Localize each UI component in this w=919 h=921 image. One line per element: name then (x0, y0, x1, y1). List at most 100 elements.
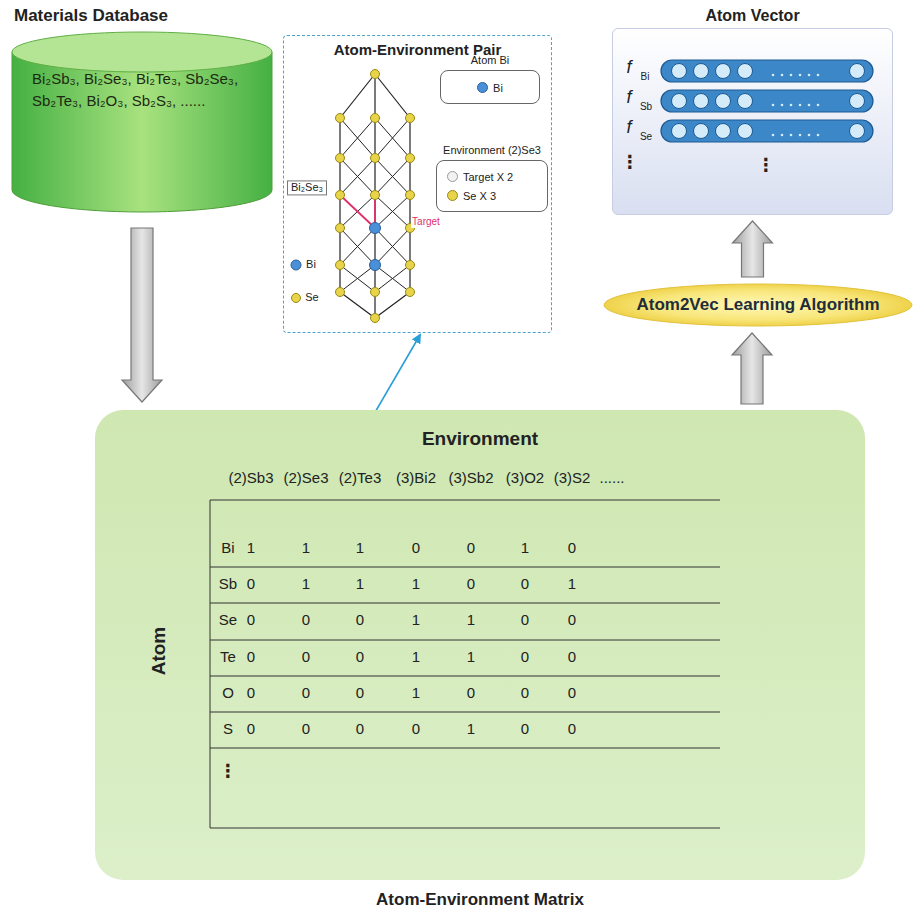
bond-line (375, 228, 410, 265)
ellipsis-dot (772, 134, 775, 137)
se-atom-key (292, 294, 301, 303)
cylinder-shape (8, 30, 276, 216)
table-cell: 0 (568, 539, 576, 557)
vector-cell (672, 124, 687, 139)
atom-dot (447, 190, 458, 201)
bond-line (340, 265, 375, 292)
bond-line (339, 118, 340, 158)
diagram-label: ⋮ (621, 152, 639, 174)
vector-bar (661, 120, 873, 142)
se-atom (336, 191, 345, 200)
ellipsis-dot (772, 104, 775, 107)
diagram-label: Sb (640, 101, 652, 113)
vector-cell (738, 94, 753, 109)
material-list: Bi₂Sb₃, Bi₂Se₃, Bi₂Te₃, Sb₂Se₃, Sb₂Te₃, … (32, 68, 257, 112)
vector-cell (716, 94, 731, 109)
bond-line (340, 195, 375, 228)
block-arrow (732, 333, 772, 404)
ellipsis-dot (781, 104, 784, 107)
ellipsis-dot (781, 134, 784, 137)
table-cell: 0 (356, 611, 364, 629)
table-cell: 1 (356, 539, 364, 557)
vector-cell (738, 64, 753, 79)
table-rule (210, 567, 720, 568)
bond-line (340, 74, 375, 118)
bond-line (375, 195, 410, 228)
table-rule (210, 712, 720, 713)
table-cell: Sb (219, 575, 237, 593)
diagram-label: f (626, 117, 631, 139)
table-rule (210, 748, 720, 749)
block-arrow (733, 221, 773, 277)
diagram-label: Se (305, 291, 318, 304)
table-cell: 1 (302, 539, 310, 557)
se-atom (371, 191, 380, 200)
se-atom (371, 288, 380, 297)
table-cell: 0 (568, 720, 576, 738)
table-cell: ⋮ (219, 761, 237, 783)
environment-header: Environment (95, 428, 865, 450)
bond-line (340, 195, 375, 228)
bond-line (375, 74, 410, 118)
diagram-label: ⋮ (757, 155, 775, 177)
cylinder-top (12, 32, 272, 72)
bond-line (340, 292, 375, 318)
table-cell: 1 (412, 648, 420, 666)
atom-box: Atom BiBi (440, 54, 540, 104)
table-cell: 0 (412, 720, 420, 738)
bond-line (375, 265, 410, 292)
ellipsis-dot (790, 134, 793, 137)
se-atom (406, 154, 415, 163)
ellipsis-dot (790, 74, 793, 77)
ellipse-outline (604, 284, 912, 326)
bond-line (374, 158, 375, 195)
bond-line (374, 74, 375, 118)
column-header: (3)O2 (504, 469, 546, 487)
ellipsis-dot (799, 134, 802, 137)
vector-cell (716, 124, 731, 139)
bi-atom-key (291, 260, 301, 270)
ellipsis-dot (772, 74, 775, 77)
environment-heading: Environment (2)Se3 (436, 144, 548, 156)
table-cell: 1 (521, 539, 529, 557)
table-cell: Se (219, 611, 237, 629)
table-cell: 0 (356, 684, 364, 702)
table-cell: 1 (467, 611, 475, 629)
algorithm-ellipse: Atom2Vec Learning Algorithm (603, 283, 913, 327)
table-rule (210, 828, 720, 829)
atom-inner-box: Bi (440, 70, 540, 104)
block-arrow (122, 228, 162, 402)
vector-cell (694, 124, 709, 139)
table-cell: 0 (302, 611, 310, 629)
table-cell: 0 (568, 648, 576, 666)
diagram-label: Target (411, 216, 441, 228)
diagram-label: Se (640, 131, 652, 143)
vector-cell (672, 64, 687, 79)
table-cell: 0 (521, 575, 529, 593)
bond-line (340, 228, 375, 265)
se-atom (406, 114, 415, 123)
table-rule (210, 500, 720, 501)
atom-dot (447, 171, 458, 182)
bond-line (340, 265, 375, 292)
table-cell: 0 (568, 611, 576, 629)
table-cell: 0 (568, 684, 576, 702)
bond-line (375, 195, 410, 228)
se-atom (371, 314, 380, 323)
bond-line (340, 158, 375, 195)
table-cell: O (222, 684, 234, 702)
column-header: (3)Bi2 (394, 469, 438, 487)
bond-line (340, 158, 375, 195)
environment-inner-box: Target X 2Se X 3 (436, 160, 548, 212)
se-atom (406, 261, 415, 270)
diagram-label: f (626, 87, 631, 109)
table-rule (210, 603, 720, 604)
table-cell: 0 (247, 648, 255, 666)
vector-cell (850, 124, 865, 139)
bi-dot (477, 82, 488, 93)
se-atom (371, 114, 380, 123)
column-header: (2)Te3 (337, 469, 384, 487)
ellipsis-dot (817, 74, 820, 77)
bond-line (375, 118, 410, 158)
table-cell: 1 (467, 720, 475, 738)
